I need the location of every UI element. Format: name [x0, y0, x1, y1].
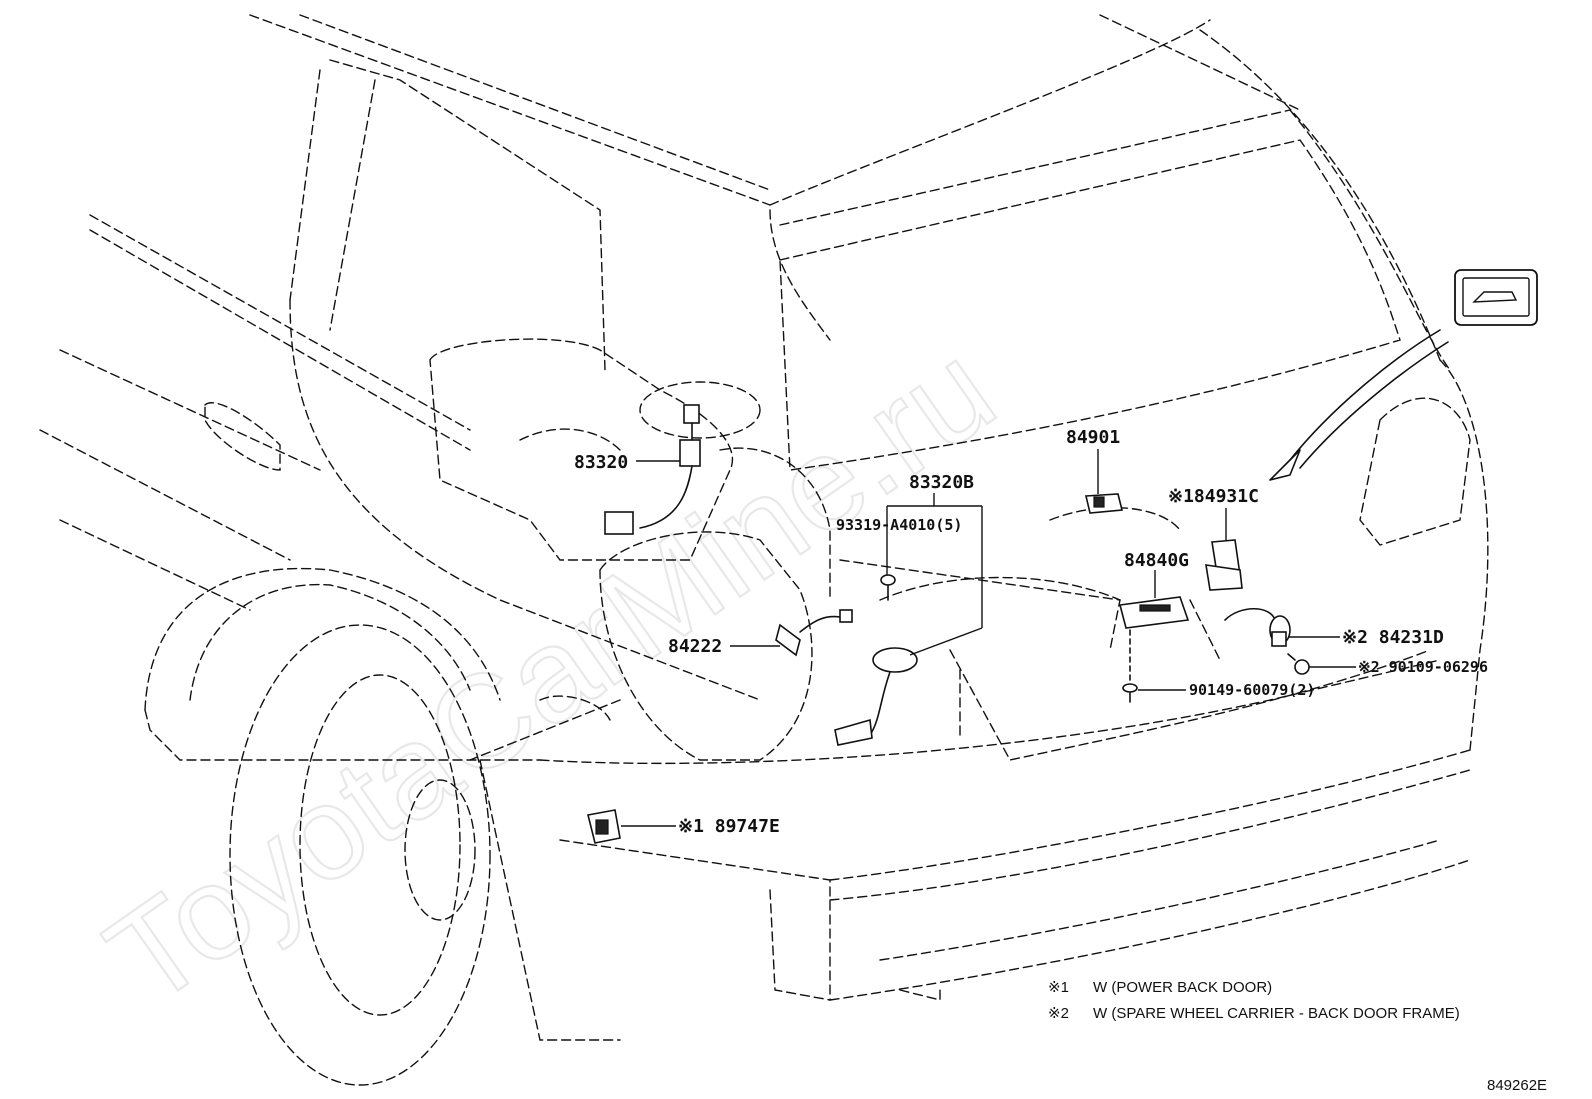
- rear-view-vehicle-icon: [1454, 269, 1538, 326]
- label-93319-A4010: 93319-A4010(5): [836, 516, 962, 534]
- label-90109-06296: ※2 90109-06296: [1358, 658, 1488, 676]
- vehicle-body-outline: [39, 14, 1489, 1086]
- label-84231D: ※2 84231D: [1342, 627, 1444, 648]
- label-89747E: ※1 89747E: [678, 816, 780, 837]
- part-83320B[interactable]: [834, 647, 918, 746]
- note-mark-1: ※1: [1048, 979, 1069, 996]
- label-90149-60079: 90149-60079(2): [1189, 681, 1315, 699]
- note-mark-2: ※2: [1048, 1005, 1069, 1022]
- view-direction-arrow: [1269, 329, 1449, 481]
- label-84840G: 84840G: [1124, 550, 1189, 571]
- note-text-2: W (SPARE WHEEL CARRIER - BACK DOOR FRAME…: [1093, 1005, 1460, 1022]
- part-89747E[interactable]: [587, 809, 621, 844]
- part-93319-A4010[interactable]: [880, 574, 896, 601]
- label-84901: 84901: [1066, 427, 1120, 448]
- part-84901[interactable]: [1085, 493, 1124, 514]
- part-90149-60079[interactable]: [1122, 683, 1138, 703]
- label-84931C: ※184931C: [1168, 486, 1259, 507]
- watermark: ToyotaCarMine.ru: [82, 315, 1020, 1033]
- legend-notes: ※1 W (POWER BACK DOOR) ※2 W (SPARE WHEEL…: [1048, 979, 1460, 1022]
- figure-code: 849262E: [1487, 1077, 1547, 1094]
- part-84840G[interactable]: [1118, 596, 1190, 691]
- part-84931C[interactable]: [1205, 539, 1243, 591]
- note-text-1: W (POWER BACK DOOR): [1093, 979, 1272, 996]
- leader-lines: [621, 449, 1356, 827]
- part-84231D[interactable]: [1224, 608, 1291, 647]
- label-83320: 83320: [574, 452, 628, 473]
- part-84222[interactable]: [775, 609, 853, 657]
- part-90109-06296[interactable]: [1287, 653, 1310, 675]
- part-83320[interactable]: [604, 404, 701, 535]
- label-83320B: 83320B: [909, 472, 974, 493]
- label-84222: 84222: [668, 636, 722, 657]
